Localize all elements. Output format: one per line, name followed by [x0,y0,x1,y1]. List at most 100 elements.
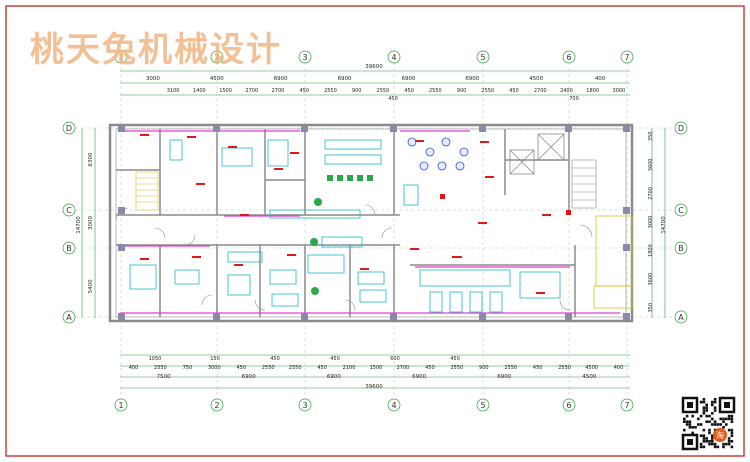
dim-bottom-level1: 2550 [289,365,302,371]
dim-top-level2: 2700 [534,88,547,94]
axis-col-1-bottom-label: 1 [118,401,123,410]
axis-col-3-top-label: 3 [302,53,307,62]
dim-bottom-level2: 450 [450,356,460,362]
dim-right-inner: 1800 [648,244,654,257]
dimension-lines [81,70,666,389]
dim-bottom-level2: 600 [390,356,400,362]
stair-left [135,171,159,211]
axis-row-C-right-label: C [678,206,684,215]
dim-top-level1: 6900 [274,76,288,82]
dim-top-level2: 900 [457,88,467,94]
axis-col-5-top-bubble [476,50,490,64]
dim-top-level1: 400 [595,76,606,82]
axis-col-5-bottom-label: 5 [480,401,485,410]
round-tables [407,137,469,171]
dim-bottom-level0: 4500 [582,374,596,380]
axis-col-3-top-bubble [298,50,312,64]
axis-col-6-bottom-label: 6 [566,401,571,410]
axis-row-B-right-label: B [678,244,684,253]
dim-bottom-level1: 1500 [370,365,383,371]
axis-col-7-bottom-label: 7 [624,401,629,410]
dim-bottom-level1: 4500 [585,365,598,371]
dim-top-level2: 450 [404,88,414,94]
room-tags [140,134,571,294]
dim-bottom-level1: 900 [479,365,489,371]
axis-col-5-top-label: 5 [480,53,485,62]
dim-bottom-level1: 2550 [558,365,571,371]
dim-top-level1: 6900 [465,76,479,82]
dim-right-inner: 350 [648,132,654,142]
dim-left-outer: 14700 [76,216,82,234]
axis-col-4-top-label: 4 [391,53,396,62]
axis-row-C-left-bubble [62,203,76,217]
sheet-border [5,5,745,457]
dim-bottom-level1: 750 [183,365,193,371]
dim-top-level2: 2400 [560,88,573,94]
axis-col-4-top-bubble [387,50,401,64]
axis-col-6-bottom-bubble [562,398,576,412]
axis-col-1-bottom-bubble [114,398,128,412]
dim-bottom-level1: 450 [425,365,435,371]
dim-right-inner: 3000 [648,216,654,229]
axis-row-B-left-bubble [62,241,76,255]
dim-top-level1: 6900 [401,76,415,82]
dim-bottom-level2: 150 [210,356,220,362]
dim-top-level2: 450 [299,88,309,94]
axis-row-D-right-bubble [674,121,688,135]
dim-top-level2: 2550 [324,88,337,94]
dim-bottom-level0: 6900 [412,374,426,380]
axis-col-2-bottom-bubble [210,398,224,412]
stair-right [571,159,597,209]
dim-bottom-level2: 450 [270,356,280,362]
dim-bottom-level0: 7500 [157,374,171,380]
dim-top-extra: 700 [569,96,579,102]
dim-top-level1: 4500 [210,76,224,82]
dim-left-inner: 5400 [88,279,94,293]
dim-bottom-level2: 1050 [149,356,162,362]
dim-top-extra: 450 [388,96,398,102]
dim-top-level2: 3100 [167,88,180,94]
entrance-ramp [593,215,633,309]
axis-col-5-bottom-bubble [476,398,490,412]
dim-bottom-level0: 6900 [497,374,511,380]
axis-col-1-top-bubble [114,50,128,64]
axis-col-6-top-label: 6 [566,53,571,62]
axis-grid-lines [75,62,680,397]
qr-center-label: 淘 [716,430,724,440]
dim-top-level1: 3000 [146,76,160,82]
door-swings [115,204,593,311]
dim-bottom-overall: 39600 [365,384,383,390]
dim-right-inner: 3600 [648,273,654,286]
dim-bottom-level1: 2550 [154,365,167,371]
axis-row-C-left-label: C [66,206,72,215]
chairs-green [310,175,373,295]
axis-row-D-left-bubble [62,121,76,135]
dim-top-level2: 450 [509,88,519,94]
structural-columns [118,125,630,320]
dim-bottom-level2: 450 [330,356,340,362]
dim-top-level2: 2700 [272,88,285,94]
axis-col-3-bottom-bubble [298,398,312,412]
dim-bottom-level1: 3000 [208,365,221,371]
axis-col-1-top-label: 1 [118,53,123,62]
dim-top-level2: 900 [352,88,362,94]
dim-top-level2: 2550 [377,88,390,94]
dimension-labels: 39600 3000 4500 6900 6900 6900 6900 4500 400 3100… [76,64,667,390]
dim-bottom-level0: 6900 [242,374,256,380]
dim-left-inner: 3000 [88,216,94,230]
axis-row-B-left-label: B [66,244,72,253]
axis-col-2-top-bubble [210,50,224,64]
building-walls [108,123,634,323]
dim-top-level2: 1400 [193,88,206,94]
axis-row-B-right-bubble [674,241,688,255]
axis-row-D-left-label: D [66,124,72,133]
watermark-title: 桃天兔机械设计 [30,30,282,70]
dim-bottom-level1: 450 [533,365,543,371]
dim-top-level2: 2700 [245,88,258,94]
axis-col-4-bottom-label: 4 [391,401,396,410]
dim-bottom-level1: 2100 [343,365,356,371]
dim-top-level1: 4500 [529,76,543,82]
elevator-shafts [509,133,565,175]
